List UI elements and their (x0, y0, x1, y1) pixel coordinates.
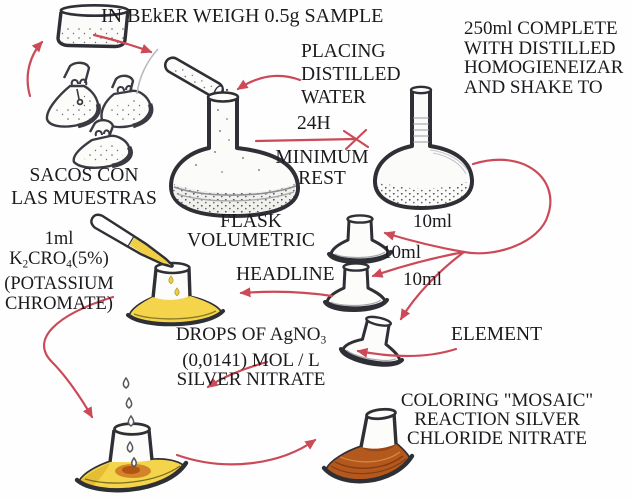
aliquot-1-label: 10ml (413, 211, 453, 232)
arrow-flask2-loop (462, 158, 552, 255)
aliquot-3-label: 10ml (403, 269, 443, 290)
flow-arrows (26, 33, 552, 466)
chromate-dropper-sketch (90, 213, 174, 268)
volumetric-flask-1-sketch (169, 91, 301, 218)
volumetric-flask-2-sketch (372, 85, 475, 210)
arrow-bags-to-beaker (26, 40, 44, 98)
arrow-agno3-to-drops (206, 360, 269, 389)
arrow-to-element-flask (399, 250, 466, 321)
agno3-formula: DROPS OF AgNO3 (175, 324, 327, 347)
sample-bags-sketch (45, 61, 154, 169)
titration-flask-sketch (74, 376, 189, 493)
pencil-swoosh (136, 48, 159, 95)
arrow-to-aliquot-2 (371, 250, 466, 278)
element-flask-sketch (337, 309, 412, 372)
complete-250ml-label: 250ml COMPLETE WITH DISTILLED HOMOGIENEI… (464, 18, 624, 98)
arrow-24h-rest (254, 137, 358, 143)
element-label: ELEMENT (451, 324, 542, 345)
diagram-title: IN BEkER WEIGH 0.5g SAMPLE (101, 5, 384, 27)
headline-label: HEADLINE (236, 264, 335, 285)
agno3-label: DROPS OF AgNO3 (0,0141) MOL / L SILVER N… (168, 325, 334, 390)
aliquot-2-label: 10ml (382, 242, 422, 263)
chromate-formula: K2CRO4(5%) (9, 248, 109, 271)
rest-24h-label: 24H (297, 113, 331, 134)
arrow-titration-to-result (175, 438, 317, 466)
sample-bags-label: SACOS CON LAS MUESTRAS (11, 165, 157, 209)
beaker-sketch (56, 4, 130, 49)
arrow-chromate-to-titration (43, 295, 115, 419)
flask-volumetric-label: FLASK VOLUMETRIC (187, 211, 315, 251)
result-flask-sketch (321, 407, 415, 484)
arrow-headline (239, 287, 334, 298)
arrow-beaker-to-tube (92, 33, 153, 54)
chromate-flask-sketch (126, 261, 225, 327)
placing-water-label: PLACING DISTILLED WATER (301, 41, 401, 108)
arrow-element-to-flask (356, 347, 458, 358)
arrow-to-aliquot-1 (383, 230, 466, 254)
coloring-mosaic-label: COLORING "MOSAIC" REACTION SILVER CHLORI… (400, 390, 594, 449)
minimum-rest-label: MINIMUM REST (275, 147, 369, 189)
chromate-label: 1ml K2CRO4(5%) (POTASSIUM CHROMATE) (0, 229, 118, 315)
arrow-water-to-flask (236, 74, 302, 91)
